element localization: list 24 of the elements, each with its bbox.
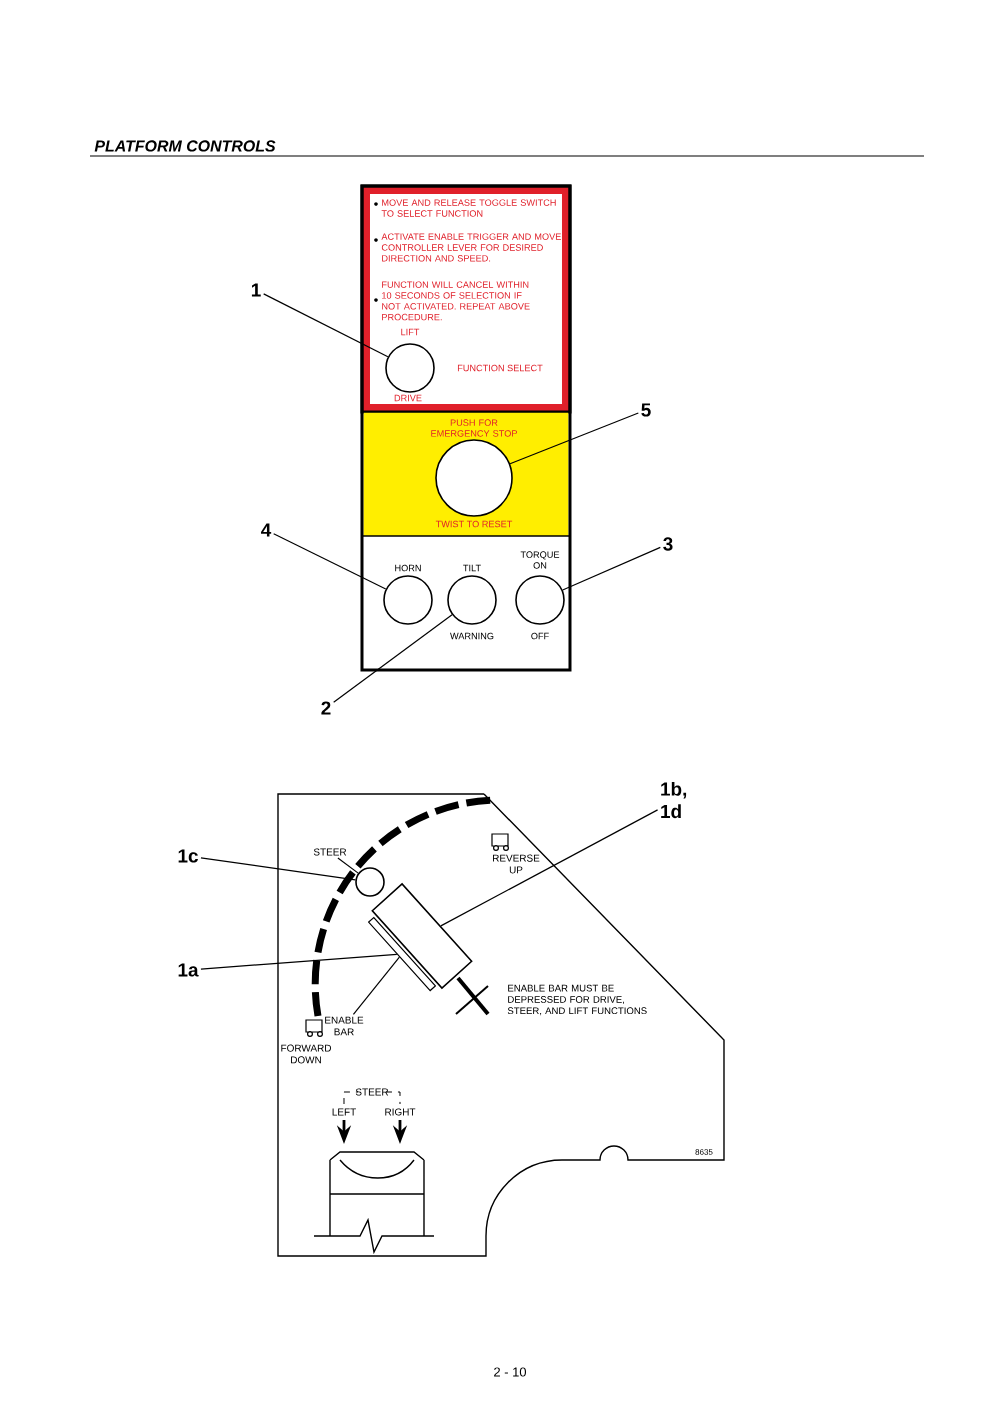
leader-line <box>440 809 659 927</box>
emergency-stop-button <box>435 439 513 517</box>
leader-line <box>337 857 359 874</box>
leader-line <box>263 293 389 358</box>
callout-number: 1c <box>178 849 198 863</box>
leader-line <box>352 956 400 1015</box>
leader-line <box>562 546 661 591</box>
callout-number: 1b, 1d <box>661 781 687 819</box>
switch-circle <box>515 575 565 625</box>
callout-number: 1a <box>178 963 199 977</box>
leader-line <box>200 857 356 881</box>
callout-number: 5 <box>641 403 651 417</box>
lever-knob <box>355 867 385 897</box>
callout-number: 3 <box>663 537 673 551</box>
switch-circle <box>383 575 433 625</box>
callout-number: 2 <box>321 701 331 715</box>
leader-line <box>333 614 453 703</box>
callout-number: 4 <box>261 523 272 537</box>
leader-line <box>273 533 387 590</box>
switch-circle <box>447 575 497 625</box>
switch-circle <box>385 343 435 393</box>
leader-line <box>200 953 398 970</box>
callout-number: 1 <box>251 283 261 297</box>
leader-line <box>509 412 639 465</box>
